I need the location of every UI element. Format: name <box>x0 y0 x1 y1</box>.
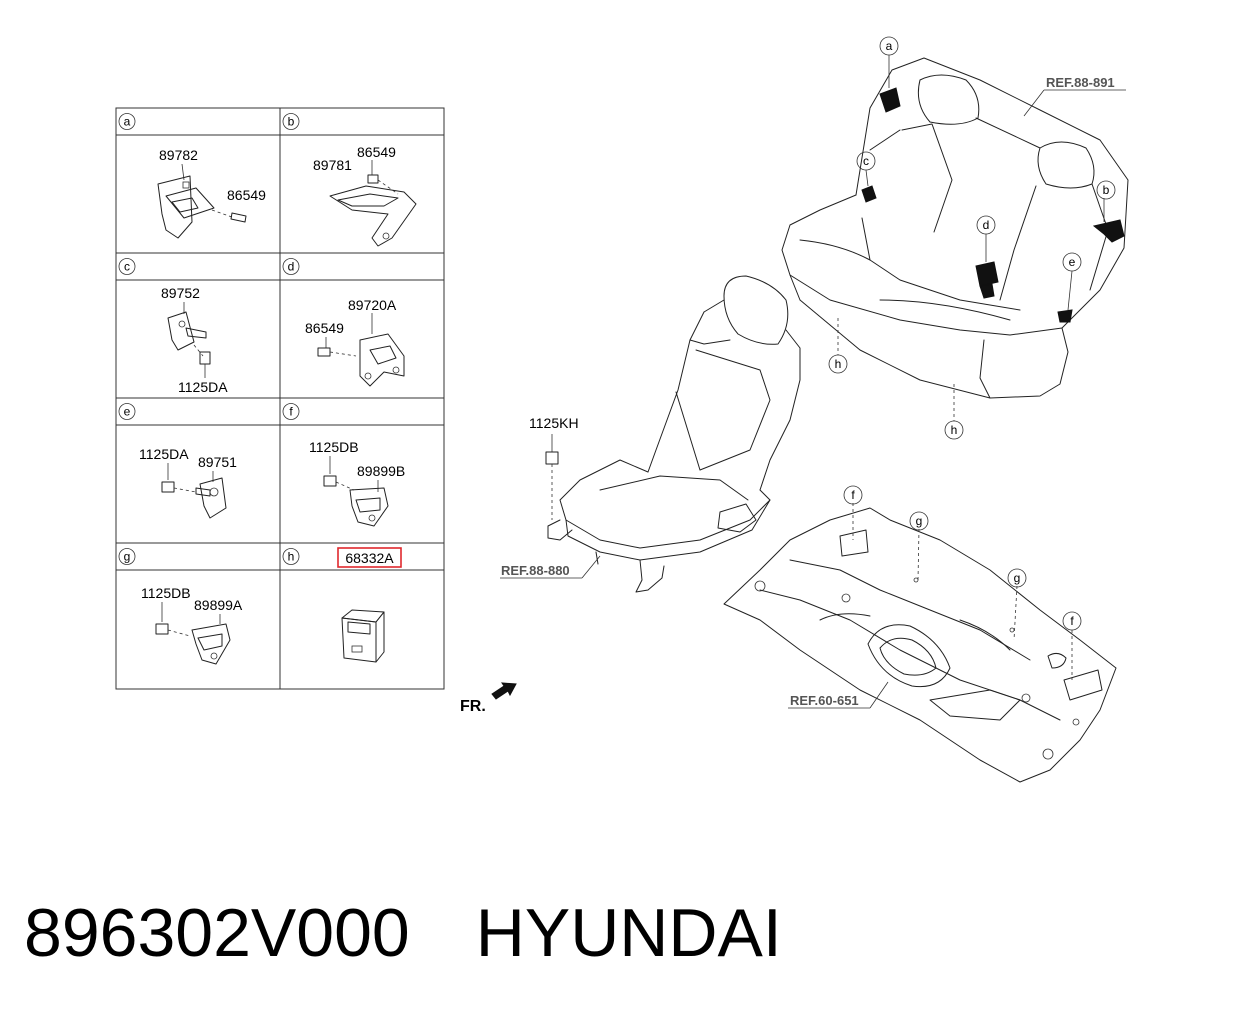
callout-e: e <box>1062 252 1082 272</box>
bracket-drawing <box>191 623 231 665</box>
catalog-title: 896302V000 HYUNDAI <box>24 888 782 978</box>
front-direction-indicator: FR. <box>460 682 517 715</box>
callout-f: f <box>843 485 863 505</box>
svg-text:f: f <box>851 488 855 502</box>
svg-text:c: c <box>124 260 130 274</box>
floor-pan-drawing <box>723 507 1117 783</box>
svg-text:b: b <box>1103 183 1110 197</box>
part-label[interactable]: 86549 <box>357 144 396 160</box>
callout-a: a <box>879 36 899 56</box>
bracket-drawing <box>167 311 207 351</box>
highlight-box <box>337 547 402 568</box>
cell-key-e: e <box>118 403 136 420</box>
svg-text:b: b <box>288 115 295 129</box>
svg-text:h: h <box>835 357 842 371</box>
fitting-a <box>879 87 901 113</box>
front-arrow-icon <box>491 682 517 700</box>
bracket-drawing <box>195 477 227 519</box>
rear-seat-drawing <box>781 55 1129 421</box>
svg-text:FR.: FR. <box>460 698 486 715</box>
svg-text:h: h <box>288 550 295 564</box>
callout-h: h <box>944 420 964 440</box>
svg-text:f: f <box>1070 614 1074 628</box>
part-label[interactable]: 89752 <box>161 285 200 301</box>
part-label[interactable]: 89751 <box>198 454 237 470</box>
svg-text:g: g <box>916 514 923 528</box>
part-label[interactable]: 1125DA <box>139 446 189 462</box>
cell-key-b: b <box>282 113 300 130</box>
svg-text:d: d <box>983 218 990 232</box>
callout-c: c <box>856 151 876 171</box>
svg-text:c: c <box>863 154 869 168</box>
cell-key-d: d <box>282 258 300 275</box>
bracket-drawing <box>157 175 215 239</box>
callout-h: h <box>828 354 848 374</box>
highlighted-part-label[interactable]: 68332A <box>345 550 394 566</box>
svg-text:g: g <box>1014 571 1021 585</box>
cell-key-h: h <box>282 548 300 565</box>
part-label[interactable]: 89782 <box>159 147 198 163</box>
callout-g: g <box>1007 568 1027 588</box>
part-number[interactable]: 896302V000 <box>24 895 410 971</box>
ref-floor-pan[interactable]: REF.60-651 <box>790 693 859 708</box>
detail-table: a b c d e f g h 89782 86549 86549 89781 <box>115 107 445 690</box>
front-seat-drawing <box>547 275 801 593</box>
part-label[interactable]: 86549 <box>305 320 344 336</box>
part-label[interactable]: 1125DA <box>178 379 228 395</box>
bracket-drawing <box>359 333 405 387</box>
svg-text:h: h <box>951 423 958 437</box>
svg-text:a: a <box>124 115 131 129</box>
cell-key-f: f <box>282 403 300 420</box>
bracket-drawing <box>329 185 417 247</box>
cover-part-drawing <box>341 609 385 663</box>
part-label[interactable]: 89720A <box>348 297 397 313</box>
part-label[interactable]: 86549 <box>227 187 266 203</box>
brand-name: HYUNDAI <box>475 895 782 971</box>
part-label[interactable]: 89899B <box>357 463 405 479</box>
cell-key-c: c <box>118 258 136 275</box>
part-label[interactable]: 89781 <box>313 157 352 173</box>
part-label[interactable]: 1125DB <box>309 439 359 455</box>
callout-d: d <box>976 215 996 235</box>
cell-key-g: g <box>118 548 136 565</box>
bolt-label[interactable]: 1125KH <box>529 415 579 431</box>
cell-key-a: a <box>118 113 136 130</box>
ref-rear-seat[interactable]: REF.88-891 <box>1046 75 1115 90</box>
svg-text:e: e <box>1069 255 1076 269</box>
svg-text:f: f <box>289 405 293 419</box>
callout-b: b <box>1096 180 1116 200</box>
svg-text:a: a <box>886 39 893 53</box>
bracket-drawing <box>349 487 389 527</box>
svg-text:e: e <box>124 405 131 419</box>
svg-text:d: d <box>288 260 295 274</box>
svg-text:g: g <box>124 550 131 564</box>
ref-front-seat[interactable]: REF.88-880 <box>501 563 570 578</box>
callout-g: g <box>909 511 929 531</box>
part-label[interactable]: 89899A <box>194 597 243 613</box>
part-label[interactable]: 1125DB <box>141 585 191 601</box>
callout-f: f <box>1062 611 1082 631</box>
